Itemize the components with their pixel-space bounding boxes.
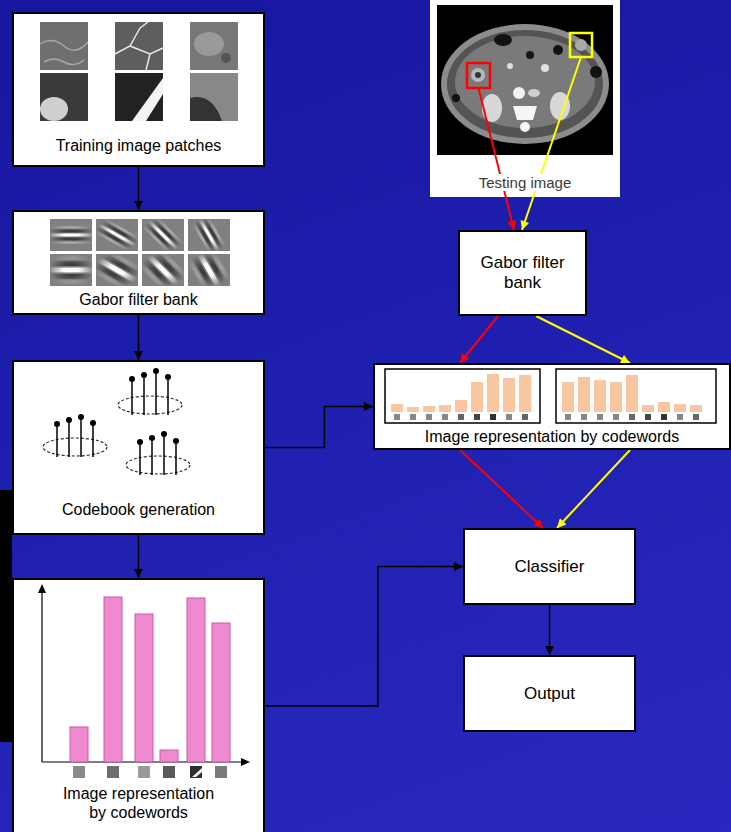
image-patches	[14, 14, 263, 126]
node-label: Gabor filter bank	[460, 253, 585, 292]
arrow-connector	[138, 167, 140, 210]
codebook-clusters	[14, 362, 263, 487]
arrow-connector	[460, 450, 543, 528]
node-label: Codebook generation	[62, 501, 215, 519]
process-box: Codebook generation	[12, 360, 265, 535]
codeword-histograms	[375, 365, 729, 427]
arrow-connector	[479, 88, 515, 230]
arrow-connector	[138, 535, 140, 578]
codeword-histogram	[14, 580, 263, 784]
process-box: Classifier	[463, 528, 636, 605]
arrow-connector	[557, 450, 630, 528]
node-label: Testing image	[476, 174, 575, 191]
node-label: Image representation by codewords	[425, 428, 679, 446]
node-label: Image representation by codewords	[56, 785, 221, 822]
arrow-connector	[138, 315, 140, 360]
arrow-connector	[549, 605, 551, 655]
process-box: Training image patches	[12, 12, 265, 167]
process-box: Image representation by codewords	[12, 578, 265, 832]
image-node: Testing image	[430, 0, 620, 197]
ct-scan-image	[437, 5, 613, 155]
process-box: Gabor filter bank	[458, 230, 587, 316]
node-label: Gabor filter bank	[79, 291, 197, 309]
arrow-connector	[265, 567, 463, 707]
node-label: Training image patches	[56, 137, 222, 155]
image-ground	[430, 0, 620, 197]
arrow-connector	[265, 407, 373, 448]
process-box: Gabor filter bank	[12, 210, 265, 315]
output-box: Output	[463, 655, 636, 732]
arrow-connector	[536, 316, 630, 363]
arrow-connector	[522, 57, 581, 230]
node-label: Output	[524, 684, 575, 704]
node-label: Classifier	[515, 557, 585, 577]
process-box: Image representation by codewords	[373, 363, 731, 450]
gabor-filters	[14, 212, 263, 292]
edge-strip	[0, 490, 12, 742]
arrow-connector	[460, 316, 498, 363]
